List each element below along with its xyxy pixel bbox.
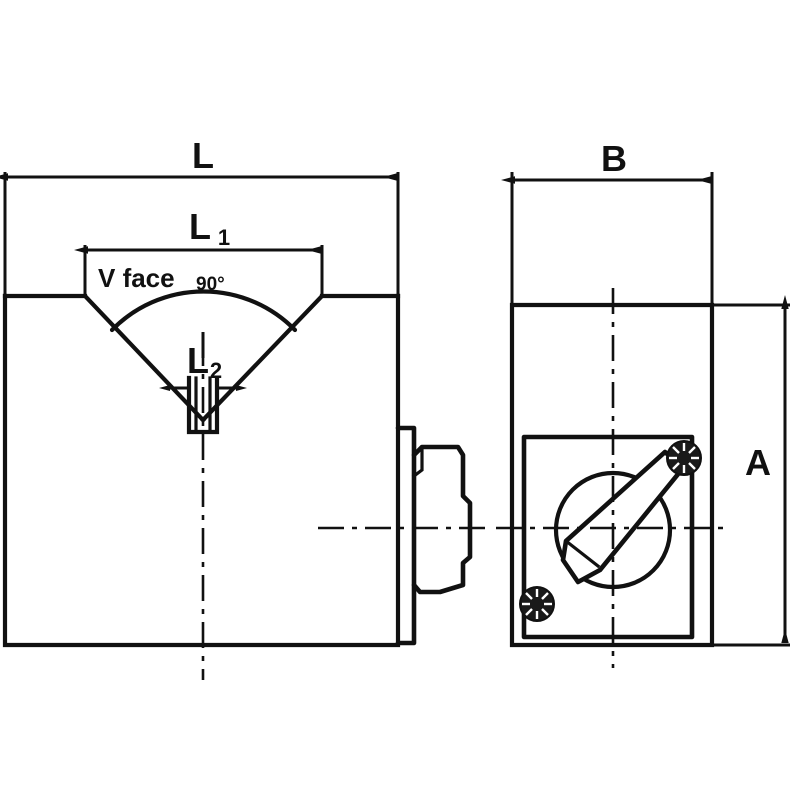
annotation-vee-face: V face 90° xyxy=(98,263,225,295)
clamp-boss-nib xyxy=(411,445,424,479)
dimension-label-L2-subscript: 2 xyxy=(210,358,222,383)
dimension-label-L: L xyxy=(192,135,214,176)
front-view: L L 1 L 2 V face 90° xyxy=(0,135,490,680)
dimension-label-B: B xyxy=(601,138,627,179)
dimension-label-A: A xyxy=(745,442,771,483)
vee-face-left xyxy=(82,293,206,423)
side-view-clamp-plate xyxy=(521,434,695,640)
side-view: B A xyxy=(496,138,790,668)
vee-root-slot xyxy=(186,375,220,435)
clamp-lever-spoke-lower xyxy=(560,557,581,585)
knurled-screw-bottom-left xyxy=(519,586,555,622)
dimension-overall-length-L: L xyxy=(0,135,400,296)
dimension-height-A: A xyxy=(712,295,790,647)
front-view-body-outline xyxy=(2,293,401,648)
clamp-boss-profile xyxy=(411,444,473,595)
knurled-screw-top-right-knurl xyxy=(669,443,699,473)
vee-angle-arc xyxy=(109,289,298,333)
annotation-vee-face-text: V face xyxy=(98,263,175,293)
annotation-vee-face-angle: 90° xyxy=(196,274,225,295)
dimension-label-L1-subscript: 1 xyxy=(218,225,230,250)
clamp-lever-spoke-upper xyxy=(563,538,601,569)
dimension-label-L1: L xyxy=(189,206,211,247)
knurled-screw-bottom-left-knurl xyxy=(522,589,552,619)
clamp-plate xyxy=(395,425,417,646)
dimension-vee-width-L1: L 1 xyxy=(74,206,324,296)
dimension-width-B: B xyxy=(501,138,714,305)
clamp-lever-handle xyxy=(560,449,686,585)
dimension-label-L2: L xyxy=(187,340,209,381)
dimension-slot-width-L2: L 2 xyxy=(159,332,247,391)
vee-face-right xyxy=(200,293,325,423)
knurled-screw-top-right xyxy=(666,440,702,476)
